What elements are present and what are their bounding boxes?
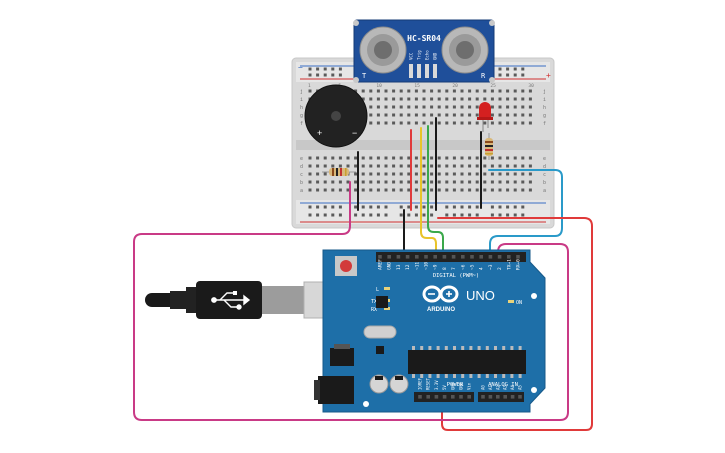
buzzer-minus-label: − bbox=[352, 128, 357, 138]
digital-pin-label: 2 bbox=[497, 267, 503, 270]
row-letter: c bbox=[543, 172, 546, 178]
row-letter: h bbox=[300, 105, 303, 111]
arduino-model-label: UNO bbox=[466, 288, 495, 303]
digital-pin-label: 12 bbox=[405, 264, 411, 270]
l-led-label: L bbox=[376, 287, 379, 293]
row-letter: j bbox=[300, 89, 303, 95]
tx-led-label: TX bbox=[371, 299, 377, 305]
microcontroller-chip bbox=[408, 346, 526, 378]
power-pin-label: GND bbox=[459, 382, 464, 390]
column-number: 25 bbox=[490, 83, 496, 89]
digital-pin-label: GND bbox=[387, 262, 393, 270]
power-pin-label: 5V bbox=[442, 385, 447, 390]
sensor-pin bbox=[417, 64, 421, 78]
on-led-label: ON bbox=[516, 300, 522, 306]
digital-pin-label: ~9 bbox=[433, 264, 439, 270]
row-letter: a bbox=[543, 188, 546, 194]
wire-magenta-buzzer bbox=[133, 181, 569, 421]
digital-pin-label: 7 bbox=[451, 267, 457, 270]
row-letter: i bbox=[543, 97, 546, 103]
row-letter: b bbox=[300, 180, 303, 186]
power-pin-label: Vin bbox=[467, 382, 472, 390]
digital-pin-label: ~11 bbox=[414, 262, 420, 270]
sensor-pin bbox=[433, 64, 437, 78]
sensor-r-label: R bbox=[481, 72, 486, 80]
reset-button[interactable] bbox=[335, 256, 357, 276]
analog-pin-label: A5 bbox=[518, 385, 523, 390]
column-number: 10 bbox=[376, 83, 382, 89]
buzzer-plus-label: + bbox=[317, 128, 322, 138]
row-letter: d bbox=[300, 164, 303, 170]
column-number: 15 bbox=[414, 83, 420, 89]
row-letter: e bbox=[300, 156, 303, 162]
sensor-pin bbox=[409, 64, 413, 78]
row-letter: g bbox=[543, 113, 546, 119]
analog-pin-label: A1 bbox=[488, 385, 493, 390]
sensor-pin bbox=[425, 64, 429, 78]
column-number: 30 bbox=[528, 83, 534, 89]
row-letter: g bbox=[300, 113, 303, 119]
column-number: 1 bbox=[308, 83, 311, 89]
digital-pin-label: AREF bbox=[378, 259, 384, 270]
wire-yellow-trig bbox=[420, 127, 437, 259]
analog-label: ANALOG IN bbox=[488, 382, 518, 388]
resistor-buzzer[interactable] bbox=[322, 168, 356, 176]
row-letter: f bbox=[300, 121, 303, 127]
digital-pin-label: ~3 bbox=[488, 264, 494, 270]
sensor-pin-label: Echo bbox=[425, 50, 430, 60]
digital-pin-label: 13 bbox=[396, 264, 402, 270]
column-number: 20 bbox=[452, 83, 458, 89]
digital-pin-label: ~6 bbox=[460, 264, 466, 270]
digital-label: DIGITAL (PWM~) bbox=[433, 273, 479, 279]
row-letter: a bbox=[300, 188, 303, 194]
analog-pin-label: A2 bbox=[495, 385, 500, 390]
sensor-t-label: T bbox=[362, 72, 367, 80]
digital-pin-label: TX→1 bbox=[506, 259, 512, 270]
wire-green-echo bbox=[427, 125, 444, 259]
wire-blue-led bbox=[488, 169, 563, 259]
sensor-model-label: HC-SR04 bbox=[407, 34, 441, 43]
analog-pin-label: A4 bbox=[510, 385, 515, 390]
digital-pin-label: 8 bbox=[442, 267, 448, 270]
row-letter: e bbox=[543, 156, 546, 162]
transmitter-icon bbox=[359, 26, 407, 74]
row-letter: d bbox=[543, 164, 546, 170]
digital-pin-label: 4 bbox=[479, 267, 485, 270]
analog-pin-label: A0 bbox=[481, 385, 486, 390]
row-letter: h bbox=[543, 105, 546, 111]
rx-led-label: RX bbox=[371, 307, 377, 313]
row-letter: i bbox=[300, 97, 303, 103]
digital-pin-label: ~5 bbox=[470, 264, 476, 270]
sensor-pin-label: GND bbox=[433, 52, 438, 60]
arduino-brand-label: ARDUINO bbox=[427, 307, 455, 313]
usb-icon bbox=[211, 291, 251, 310]
power-pin-label: IOREF bbox=[418, 377, 423, 390]
resistor-led[interactable] bbox=[485, 133, 493, 160]
rail-plus-label: + bbox=[546, 71, 551, 80]
wires bbox=[133, 117, 593, 431]
rail-minus-label: − bbox=[298, 63, 303, 72]
digital-pin-label: ~10 bbox=[424, 262, 430, 270]
row-letter: f bbox=[543, 121, 546, 127]
power-label: POWER bbox=[447, 382, 464, 388]
sensor-pin-label: Trig bbox=[417, 50, 422, 60]
red-led[interactable] bbox=[477, 102, 493, 132]
receiver-icon bbox=[441, 26, 489, 74]
row-letter: c bbox=[300, 172, 303, 178]
row-letter: b bbox=[543, 180, 546, 186]
sensor-pin-label: VCC bbox=[409, 52, 414, 60]
digital-pin-label: RX←0 bbox=[516, 259, 522, 270]
wire-red-5v bbox=[437, 217, 593, 431]
arduino-logo-icon bbox=[422, 285, 459, 303]
analog-pin-label: A3 bbox=[503, 385, 508, 390]
row-letter: j bbox=[543, 89, 546, 95]
power-pin-label: GND bbox=[450, 382, 455, 390]
piezo-buzzer[interactable]: + − bbox=[304, 84, 368, 148]
power-pin-label: RESET bbox=[426, 377, 431, 390]
power-pin-label: 3.3V bbox=[434, 380, 439, 390]
